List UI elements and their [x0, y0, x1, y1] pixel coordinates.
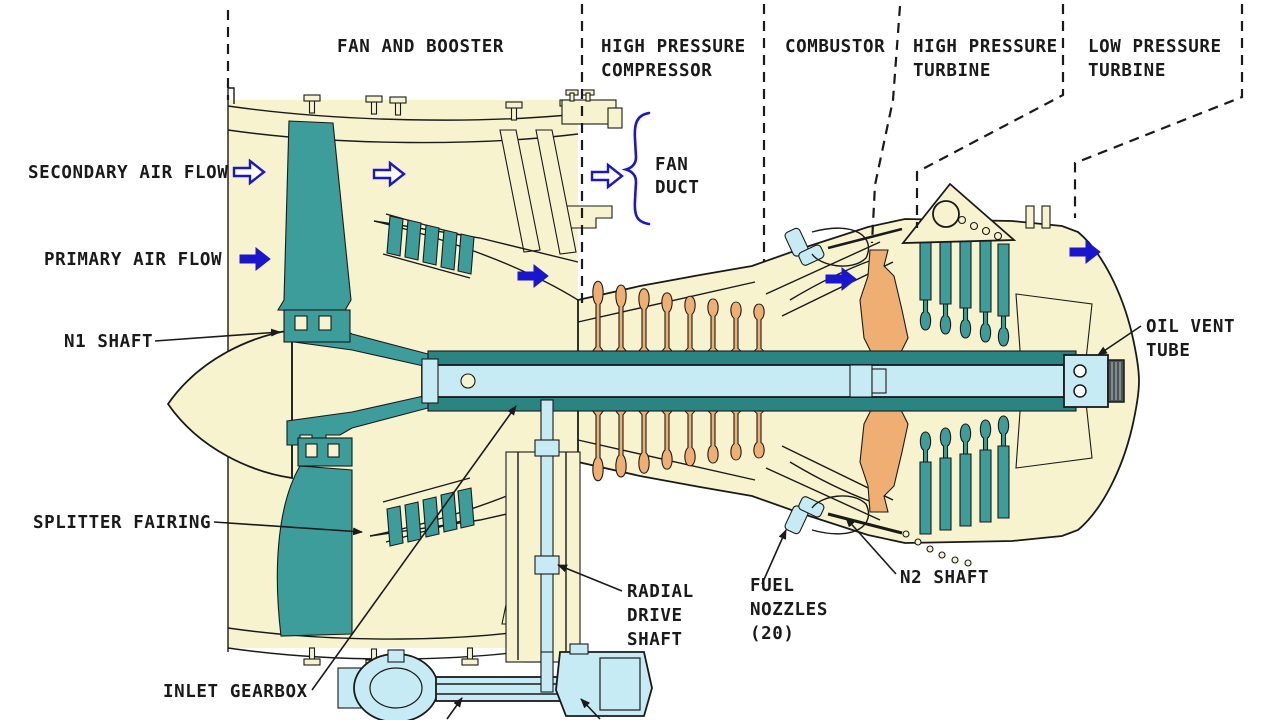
booster-blades-top: [382, 213, 475, 279]
section-divider-combustor-hpt: [870, 5, 902, 244]
section-label-hpc-line1: HIGH PRESSURE: [601, 37, 746, 57]
hp-turbine-blades: [859, 249, 909, 513]
n1-shaft-leader: [154, 328, 281, 342]
radial-drive-shaft-leader: [557, 564, 623, 592]
fuel-nozzles-leader: [761, 529, 787, 585]
engine-drawing: [166, 87, 1140, 720]
n2-shaft-label: N2 SHAFT: [900, 568, 989, 588]
spinner-nose-cone: [166, 328, 293, 480]
flow-annotations: SECONDARY AIR FLOW PRIMARY AIR FLOW FAN …: [28, 111, 1101, 291]
section-label-lpt-line2: TURBINE: [1088, 61, 1166, 81]
n1-shaft-label: N1 SHAFT: [64, 332, 153, 352]
fan-blade-top: [277, 120, 352, 343]
splitter-fairing-label: SPLITTER FAIRING: [33, 513, 211, 533]
section-label-hpt-line2: TURBINE: [913, 61, 991, 81]
radial-drive-shaft-label-line2: DRIVE: [627, 606, 683, 626]
section-label-combustor: COMBUSTOR: [785, 37, 885, 57]
section-divider-hpt-lpt: [915, 4, 1065, 228]
oil-vent-tube-label-line1: OIL VENT: [1146, 317, 1235, 337]
oil-vent-tube: [1063, 354, 1125, 408]
radial-drive-shaft: [505, 399, 581, 693]
oil-vent-tube-leader: [1097, 325, 1142, 356]
fuel-nozzle-top: [784, 227, 825, 266]
section-labels: FAN AND BOOSTER HIGH PRESSURE COMPRESSOR…: [337, 37, 1222, 81]
inlet-gearbox-label: INLET GEARBOX: [163, 682, 308, 702]
fan-duct-label-line2: DUCT: [655, 178, 700, 198]
oil-vent-tube-label-line2: TUBE: [1146, 341, 1191, 361]
fuel-nozzles-label-line3: (20): [750, 624, 795, 644]
lp-shaft: [421, 350, 1077, 412]
cutoff-leader-gearbox-1: [446, 697, 463, 720]
section-label-hpc-line2: COMPRESSOR: [601, 61, 712, 81]
fuel-nozzles-label-line2: NOZZLES: [750, 600, 828, 620]
fuel-nozzle-bottom: [784, 496, 825, 535]
n2-shaft-leader: [845, 517, 897, 575]
section-label-lpt-line1: LOW PRESSURE: [1088, 37, 1222, 57]
secondary-air-flow-label: SECONDARY AIR FLOW: [28, 163, 228, 183]
fan-blade-bottom: [276, 437, 353, 637]
fan-duct-label-line1: FAN: [655, 155, 688, 175]
turbine-mount-plate: [901, 182, 1017, 244]
inlet-gearbox: [337, 643, 653, 720]
booster-blades-bottom: [382, 477, 475, 547]
section-label-hpt-line1: HIGH PRESSURE: [913, 37, 1058, 57]
inlet-gearbox-leader: [311, 405, 517, 691]
fuel-nozzles-label-line1: FUEL: [750, 576, 795, 596]
radial-drive-shaft-label-line1: RADIAL: [627, 582, 694, 602]
secondary-flow-arrow-3: [590, 163, 624, 189]
primary-air-flow-label: PRIMARY AIR FLOW: [44, 250, 222, 270]
radial-drive-shaft-label-line3: SHAFT: [627, 630, 683, 650]
section-dividers: [226, 4, 1244, 304]
cutoff-leader-gearbox-2: [580, 698, 601, 720]
callout-labels: N1 SHAFT SPLITTER FAIRING INLET GEARBOX …: [33, 317, 1235, 720]
fan-duct-brace: [621, 111, 651, 226]
section-label-fan-booster: FAN AND BOOSTER: [337, 37, 504, 57]
splitter-fairing-leader: [213, 521, 363, 536]
